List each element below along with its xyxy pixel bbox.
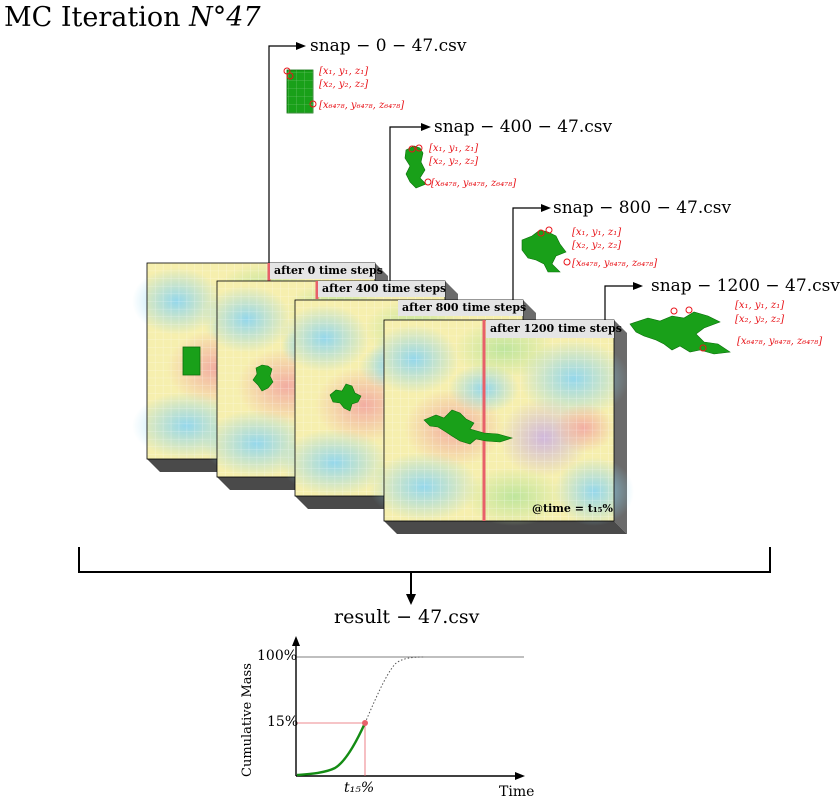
plume-400 bbox=[252, 364, 274, 392]
coords-0-l1: [x₁, y₁, z₁] bbox=[319, 66, 369, 77]
plume-1200 bbox=[423, 409, 514, 445]
snap-thumb-800 bbox=[521, 226, 571, 273]
title-iteration-number: N°47 bbox=[189, 2, 261, 33]
aggregate-bracket bbox=[78, 547, 771, 597]
curve-observed bbox=[296, 722, 367, 777]
curve-projected bbox=[364, 656, 425, 724]
page-title: MC Iteration N°47 bbox=[4, 2, 261, 33]
coords-400-l1: [x₁, y₁, z₁] bbox=[429, 143, 479, 154]
title-prefix: MC Iteration bbox=[4, 2, 190, 33]
x-axis-label: Time bbox=[499, 784, 535, 800]
coords-1200-l1: [x₁, y₁, z₁] bbox=[735, 300, 785, 311]
snap-thumb-1200 bbox=[629, 306, 731, 355]
xtick-t15: t₁₅% bbox=[344, 780, 375, 796]
t15-marker bbox=[362, 720, 368, 726]
snap-label-1200: snap − 1200 − 47.csv bbox=[651, 276, 840, 296]
snap-label-0: snap − 0 − 47.csv bbox=[310, 36, 467, 56]
ytick-15: 15% bbox=[267, 714, 299, 730]
snap-label-800: snap − 800 − 47.csv bbox=[553, 198, 732, 218]
frame-label-1200: after 1200 time steps bbox=[490, 322, 622, 335]
coords-0-last: [x₆₄₇₈, y₆₄₇₈, z₆₄₇₈] bbox=[319, 100, 405, 111]
coords-400-last: [x₆₄₇₈, y₆₄₇₈, z₆₄₇₈] bbox=[431, 178, 517, 189]
snap-thumb-0 bbox=[283, 67, 317, 114]
snap-label-400: snap − 400 − 47.csv bbox=[434, 117, 613, 137]
frame-label-400: after 400 time steps bbox=[322, 282, 447, 295]
coords-800-last: [x₆₄₇₈, y₆₄₇₈, z₆₄₇₈] bbox=[572, 258, 658, 269]
coords-1200-l2: [x₂, y₂, z₂] bbox=[735, 314, 785, 325]
plume-800 bbox=[329, 383, 362, 412]
frame-label-800: after 800 time steps bbox=[402, 301, 527, 314]
y-axis-label: Cumulative Mass bbox=[240, 663, 255, 777]
ytick-100: 100% bbox=[257, 648, 298, 664]
result-filename: result − 47.csv bbox=[334, 606, 480, 628]
coords-400-l2: [x₂, y₂, z₂] bbox=[429, 156, 479, 167]
plume-initial bbox=[182, 346, 201, 376]
coords-800-l1: [x₁, y₁, z₁] bbox=[572, 227, 622, 238]
time-marker-label: @time = t₁₅% bbox=[532, 502, 613, 515]
frame-1200 bbox=[369, 319, 634, 534]
snap-arrows bbox=[268, 45, 637, 320]
coords-800-l2: [x₂, y₂, z₂] bbox=[572, 240, 622, 251]
coords-1200-last: [x₆₄₇₈, y₆₄₇₈, z₆₄₇₈] bbox=[737, 336, 823, 347]
coords-0-l2: [x₂, y₂, z₂] bbox=[319, 79, 369, 90]
snap-thumb-400 bbox=[404, 144, 432, 189]
cumulative-mass-chart bbox=[292, 636, 525, 780]
frame-label-0: after 0 time steps bbox=[274, 264, 383, 277]
